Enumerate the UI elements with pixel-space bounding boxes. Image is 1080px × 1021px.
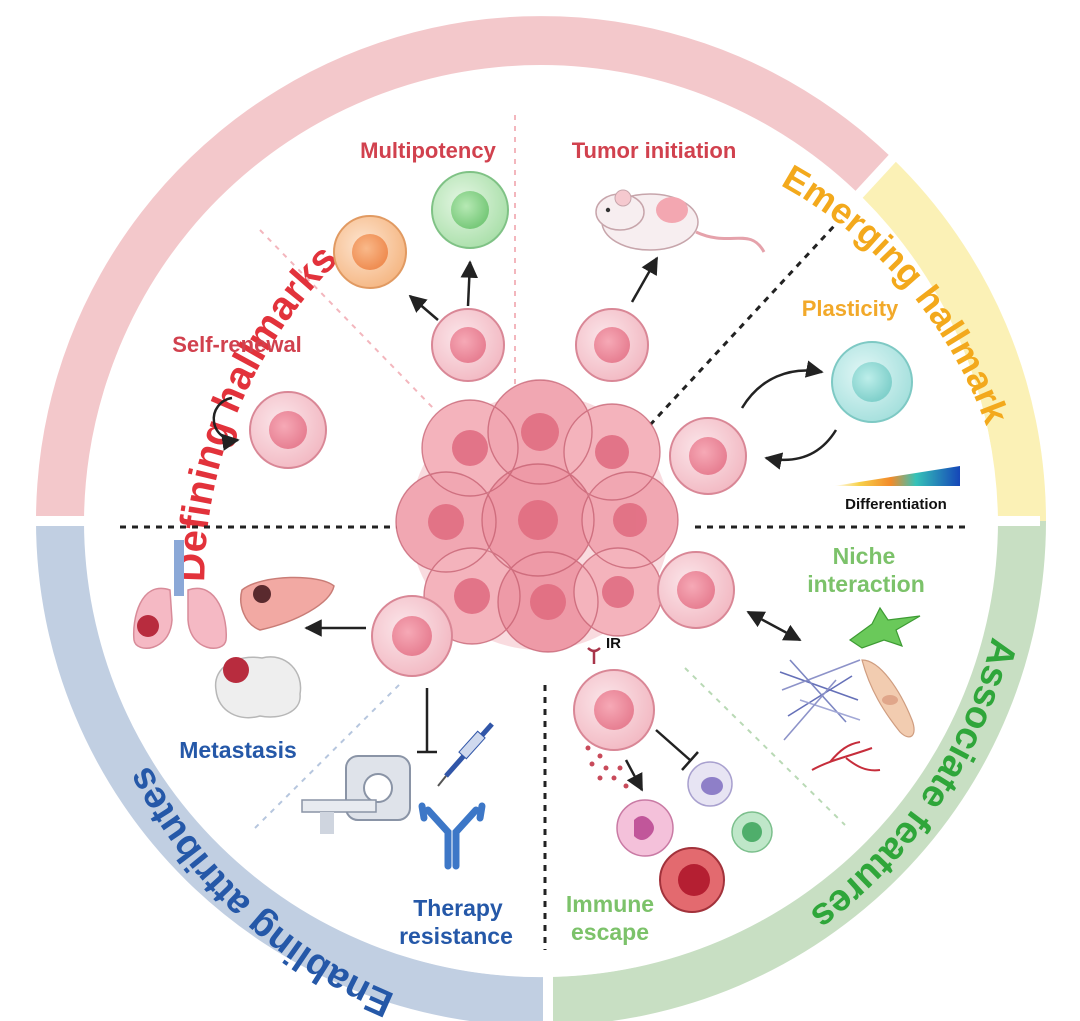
multipotency-label: Multipotency <box>360 138 496 163</box>
immune-label-2: escape <box>571 919 649 945</box>
arrow-to-orange <box>408 294 439 321</box>
blood-vessel-icon <box>811 741 881 772</box>
ring-emerging <box>857 158 1046 521</box>
cancer-stem-cell-icon <box>431 308 505 382</box>
immune-label-1: Immune <box>566 891 654 917</box>
ring-defining <box>36 16 892 521</box>
plasticity-label: Plasticity <box>802 296 899 321</box>
metastasis-label: Metastasis <box>179 737 297 763</box>
plasticity-arrow-forward <box>740 360 824 409</box>
mouse-icon <box>595 189 766 253</box>
differentiation-label: Differentiation <box>845 496 947 513</box>
immune-cell-icon <box>659 847 725 913</box>
tumor-mass-icon <box>395 379 679 653</box>
differentiated-cell-teal-icon <box>831 341 913 423</box>
immune-cell-icon <box>731 811 773 853</box>
self-renewal-label: Self-renewal <box>172 332 302 357</box>
ring-enabling <box>36 521 548 1021</box>
tumor-initiation-label: Tumor initiation <box>572 138 737 163</box>
ct-scanner-icon <box>301 755 411 834</box>
ring-associate <box>548 521 1046 1021</box>
differentiated-cell-green-icon <box>431 171 509 249</box>
liver-icon <box>240 576 335 631</box>
therapy-label-1: Therapy <box>413 895 503 921</box>
inhibit-line <box>417 688 437 754</box>
niche-double-arrow <box>746 610 802 642</box>
section-dividers <box>120 115 965 950</box>
secreted-factors-icon <box>585 745 629 789</box>
arrow-to-immune-cells <box>624 759 644 792</box>
ecm-fibers-icon <box>779 659 861 741</box>
cancer-stem-cell-icon <box>575 308 649 382</box>
syringe-icon <box>437 722 494 787</box>
therapy-label-2: resistance <box>399 923 513 949</box>
inhibit-line <box>655 729 699 771</box>
arrow-to-green <box>460 260 479 307</box>
receptor-icon <box>587 647 601 664</box>
cancer-stem-cell-icon <box>249 391 327 469</box>
ir-label: IR <box>606 635 621 652</box>
plasticity-arrow-back <box>764 429 838 470</box>
cancer-stem-cell-icon <box>573 669 655 751</box>
niche-label-1: Niche <box>833 543 896 569</box>
self-renewal-arrow <box>212 396 240 451</box>
cancer-stem-cell-icon <box>371 595 453 677</box>
gradient-bar-icon <box>834 466 960 486</box>
stromal-cell-icon <box>861 659 915 738</box>
differentiated-cell-orange-icon <box>333 215 407 289</box>
arrow-to-mouse <box>630 256 659 303</box>
immune-cell-icon <box>687 761 733 807</box>
fibroblast-icon <box>848 606 921 649</box>
immune-cell-icon <box>616 799 674 857</box>
niche-label-2: interaction <box>807 571 925 597</box>
lung-icon <box>132 540 227 649</box>
brain-icon <box>214 656 302 719</box>
antibody-icon <box>418 802 486 870</box>
cancer-stem-cell-icon <box>657 551 735 629</box>
cancer-stem-cell-icon <box>669 417 747 495</box>
